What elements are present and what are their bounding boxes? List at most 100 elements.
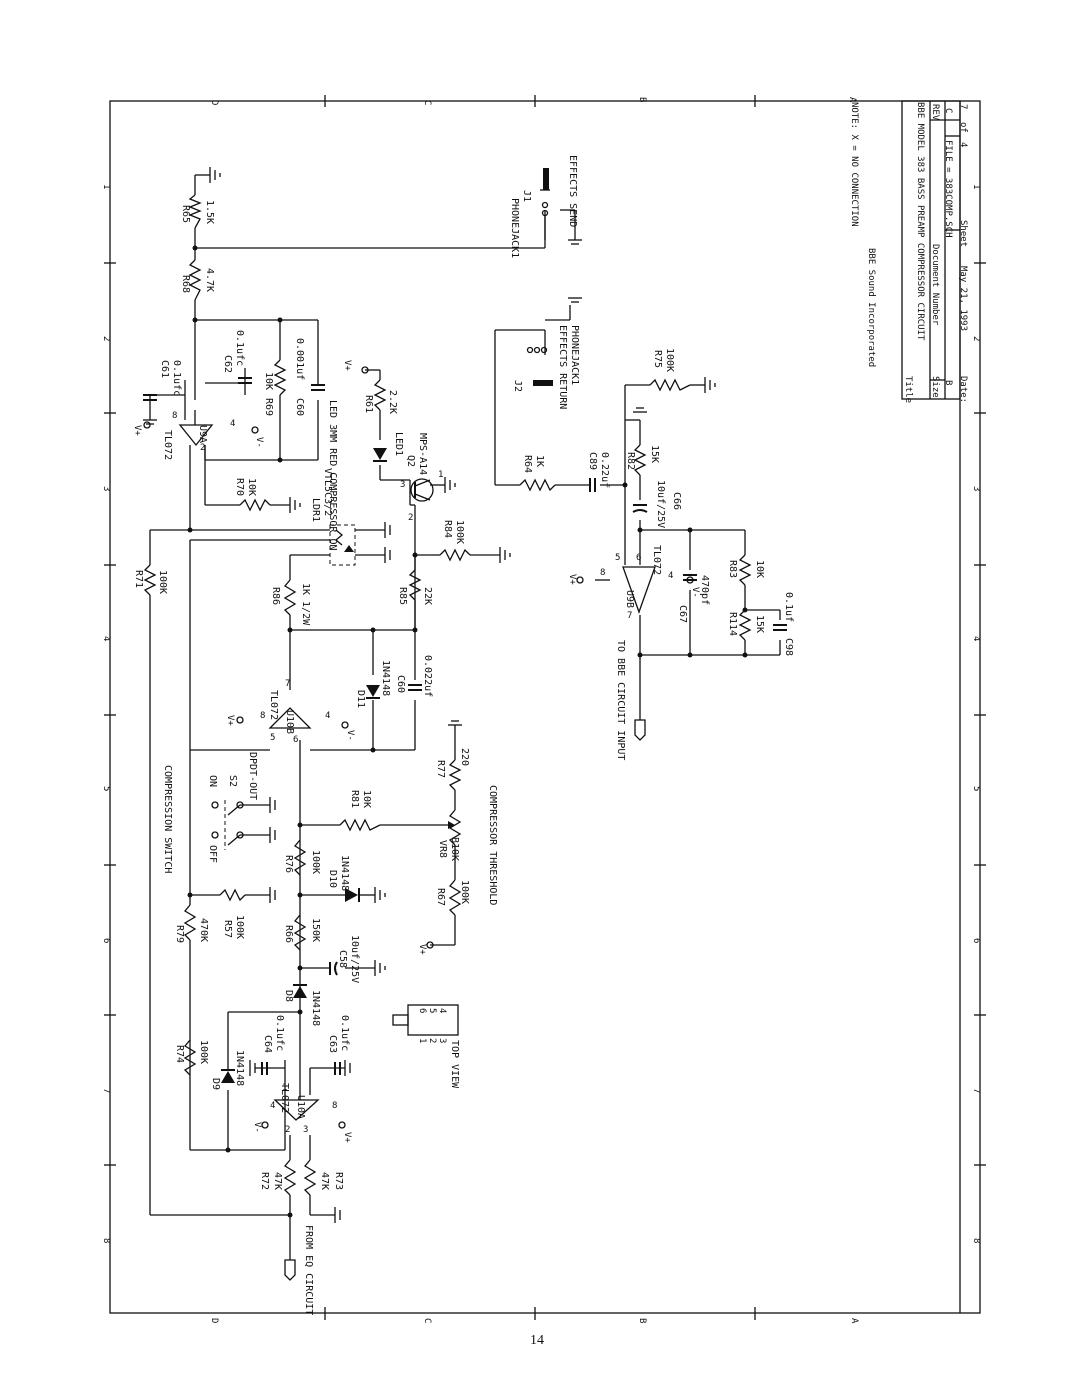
ref-designator: C67 <box>677 605 688 623</box>
ref-designator: C58 <box>337 950 348 968</box>
pin-number: 6 <box>636 553 641 563</box>
vminus-label: V- <box>690 587 700 598</box>
component-value: 10K <box>754 560 765 578</box>
switch-off-label: OFF <box>207 845 218 863</box>
title-text: BBE MODEL 383 BASS PREAMP COMPRESSOR CIR… <box>915 102 925 341</box>
component-value: 47K <box>272 1172 283 1190</box>
zone-label: B <box>637 97 647 102</box>
vplus-icon <box>338 1121 346 1129</box>
ref-designator: R64 <box>522 455 533 473</box>
ground-icon <box>448 720 462 726</box>
zone-label: C <box>422 100 432 105</box>
zone-label: 3 <box>971 486 981 491</box>
jack-j1 <box>540 168 576 240</box>
ground-icon <box>568 239 582 245</box>
component-value: 0.1ufc <box>171 360 182 396</box>
component-value: 10uf/25V <box>655 480 666 528</box>
zone-label: D <box>209 100 219 105</box>
ref-designator: C60 <box>395 675 406 693</box>
vminus-label: V- <box>252 1122 262 1133</box>
ref-designator: R70 <box>234 478 245 496</box>
title-label: Title <box>903 376 913 403</box>
component-value: 100K <box>157 570 168 594</box>
component-value: 150K <box>310 918 321 942</box>
pin-number: 4 <box>270 1101 275 1111</box>
input-label: FROM EQ CIRCUIT <box>303 1225 314 1315</box>
component-value: 100K <box>459 880 470 904</box>
zone-label: 1 <box>971 184 981 189</box>
opamp-u9b <box>622 566 656 614</box>
ref-designator: VR8 <box>437 840 448 858</box>
date-label: Date: <box>958 376 968 403</box>
pin-number: 7 <box>627 611 632 621</box>
ref-designator: R82 <box>625 452 636 470</box>
component-value: 1N4148 <box>380 660 391 696</box>
component-value: 0.22uf <box>599 452 610 488</box>
component-value: 10uf/25V <box>349 935 360 983</box>
component-value: TL072 <box>162 430 173 460</box>
ref-designator: R85 <box>397 587 408 605</box>
zone-label: 1 <box>101 184 111 189</box>
rev-value: C <box>943 108 953 113</box>
ref-designator: R73 <box>333 1172 344 1190</box>
vplus-label: V+ <box>567 574 577 585</box>
component-value: 220 <box>459 748 470 766</box>
vplus-icon <box>143 421 151 429</box>
component-value: 0.1uf <box>783 592 794 622</box>
component-value: TL072 <box>268 690 279 720</box>
ground-icon <box>633 407 647 413</box>
sheet-number: 4 <box>958 142 968 147</box>
led-description: LED 3MM RED COMPRESSOR ON <box>327 400 338 551</box>
vplus-label: V+ <box>225 715 235 726</box>
vplus-label: V+ <box>132 425 142 436</box>
vplus-icon <box>426 941 434 949</box>
component-value: 470K <box>198 918 209 942</box>
component-value: VTL5C3/2 <box>322 468 333 516</box>
pin-number: 3 <box>303 1125 308 1135</box>
component-value: 22K <box>422 587 433 605</box>
ref-designator: R65 <box>180 205 191 223</box>
ref-designator: U9A <box>197 425 208 443</box>
zone-label: 6 <box>101 938 111 943</box>
component-value: TL072 <box>651 545 662 575</box>
sheet-total: 7 <box>958 104 968 109</box>
zone-label: 2 <box>101 336 111 341</box>
ic-pin-label: 1 <box>417 1038 427 1043</box>
ic-pin-label: 4 <box>437 1008 447 1013</box>
component-value: 10K <box>263 372 274 390</box>
zone-label: 4 <box>971 636 981 641</box>
pin-number: 3 <box>400 480 405 490</box>
ref-designator: C89 <box>587 452 598 470</box>
vminus-label: V- <box>345 730 355 741</box>
zone-label: 7 <box>101 1088 111 1093</box>
ground-icon <box>249 1060 256 1076</box>
wires <box>149 174 781 1260</box>
capacitor-symbols <box>143 377 787 1075</box>
jack-j2 <box>526 305 571 386</box>
top-view-ic <box>392 1004 459 1036</box>
ldr-package <box>329 524 356 566</box>
title-block: NOTE: X = NO CONNECTION BBE Sound Incorp… <box>849 100 968 403</box>
ground-icon <box>384 522 391 538</box>
vminus-icon <box>686 576 694 584</box>
ref-designator: LDR1 <box>310 498 321 522</box>
component-value: 1N4148 <box>234 1050 245 1086</box>
zone-label: 5 <box>971 786 981 791</box>
component-value: 15K <box>649 445 660 463</box>
ref-designator: R84 <box>442 520 453 538</box>
component-value: 0.022uf <box>422 655 433 697</box>
vminus-label: V- <box>254 437 264 448</box>
rev-label: REV <box>930 104 940 121</box>
ground-icon <box>374 887 386 903</box>
ground-icon <box>269 887 276 903</box>
ground-icon <box>499 547 511 563</box>
component-value: 0.1ufc <box>274 1015 285 1051</box>
drawing-frame <box>104 95 986 1320</box>
pin-number: 4 <box>230 419 235 429</box>
compression-switch-label: COMPRESSION SWITCH <box>162 765 173 873</box>
threshold-label: COMPRESSOR THRESHOLD <box>487 785 498 905</box>
size-value: B <box>943 380 953 385</box>
pin-number: 4 <box>668 571 673 581</box>
component-value: 100K <box>310 850 321 874</box>
switch-s2 <box>211 800 244 850</box>
